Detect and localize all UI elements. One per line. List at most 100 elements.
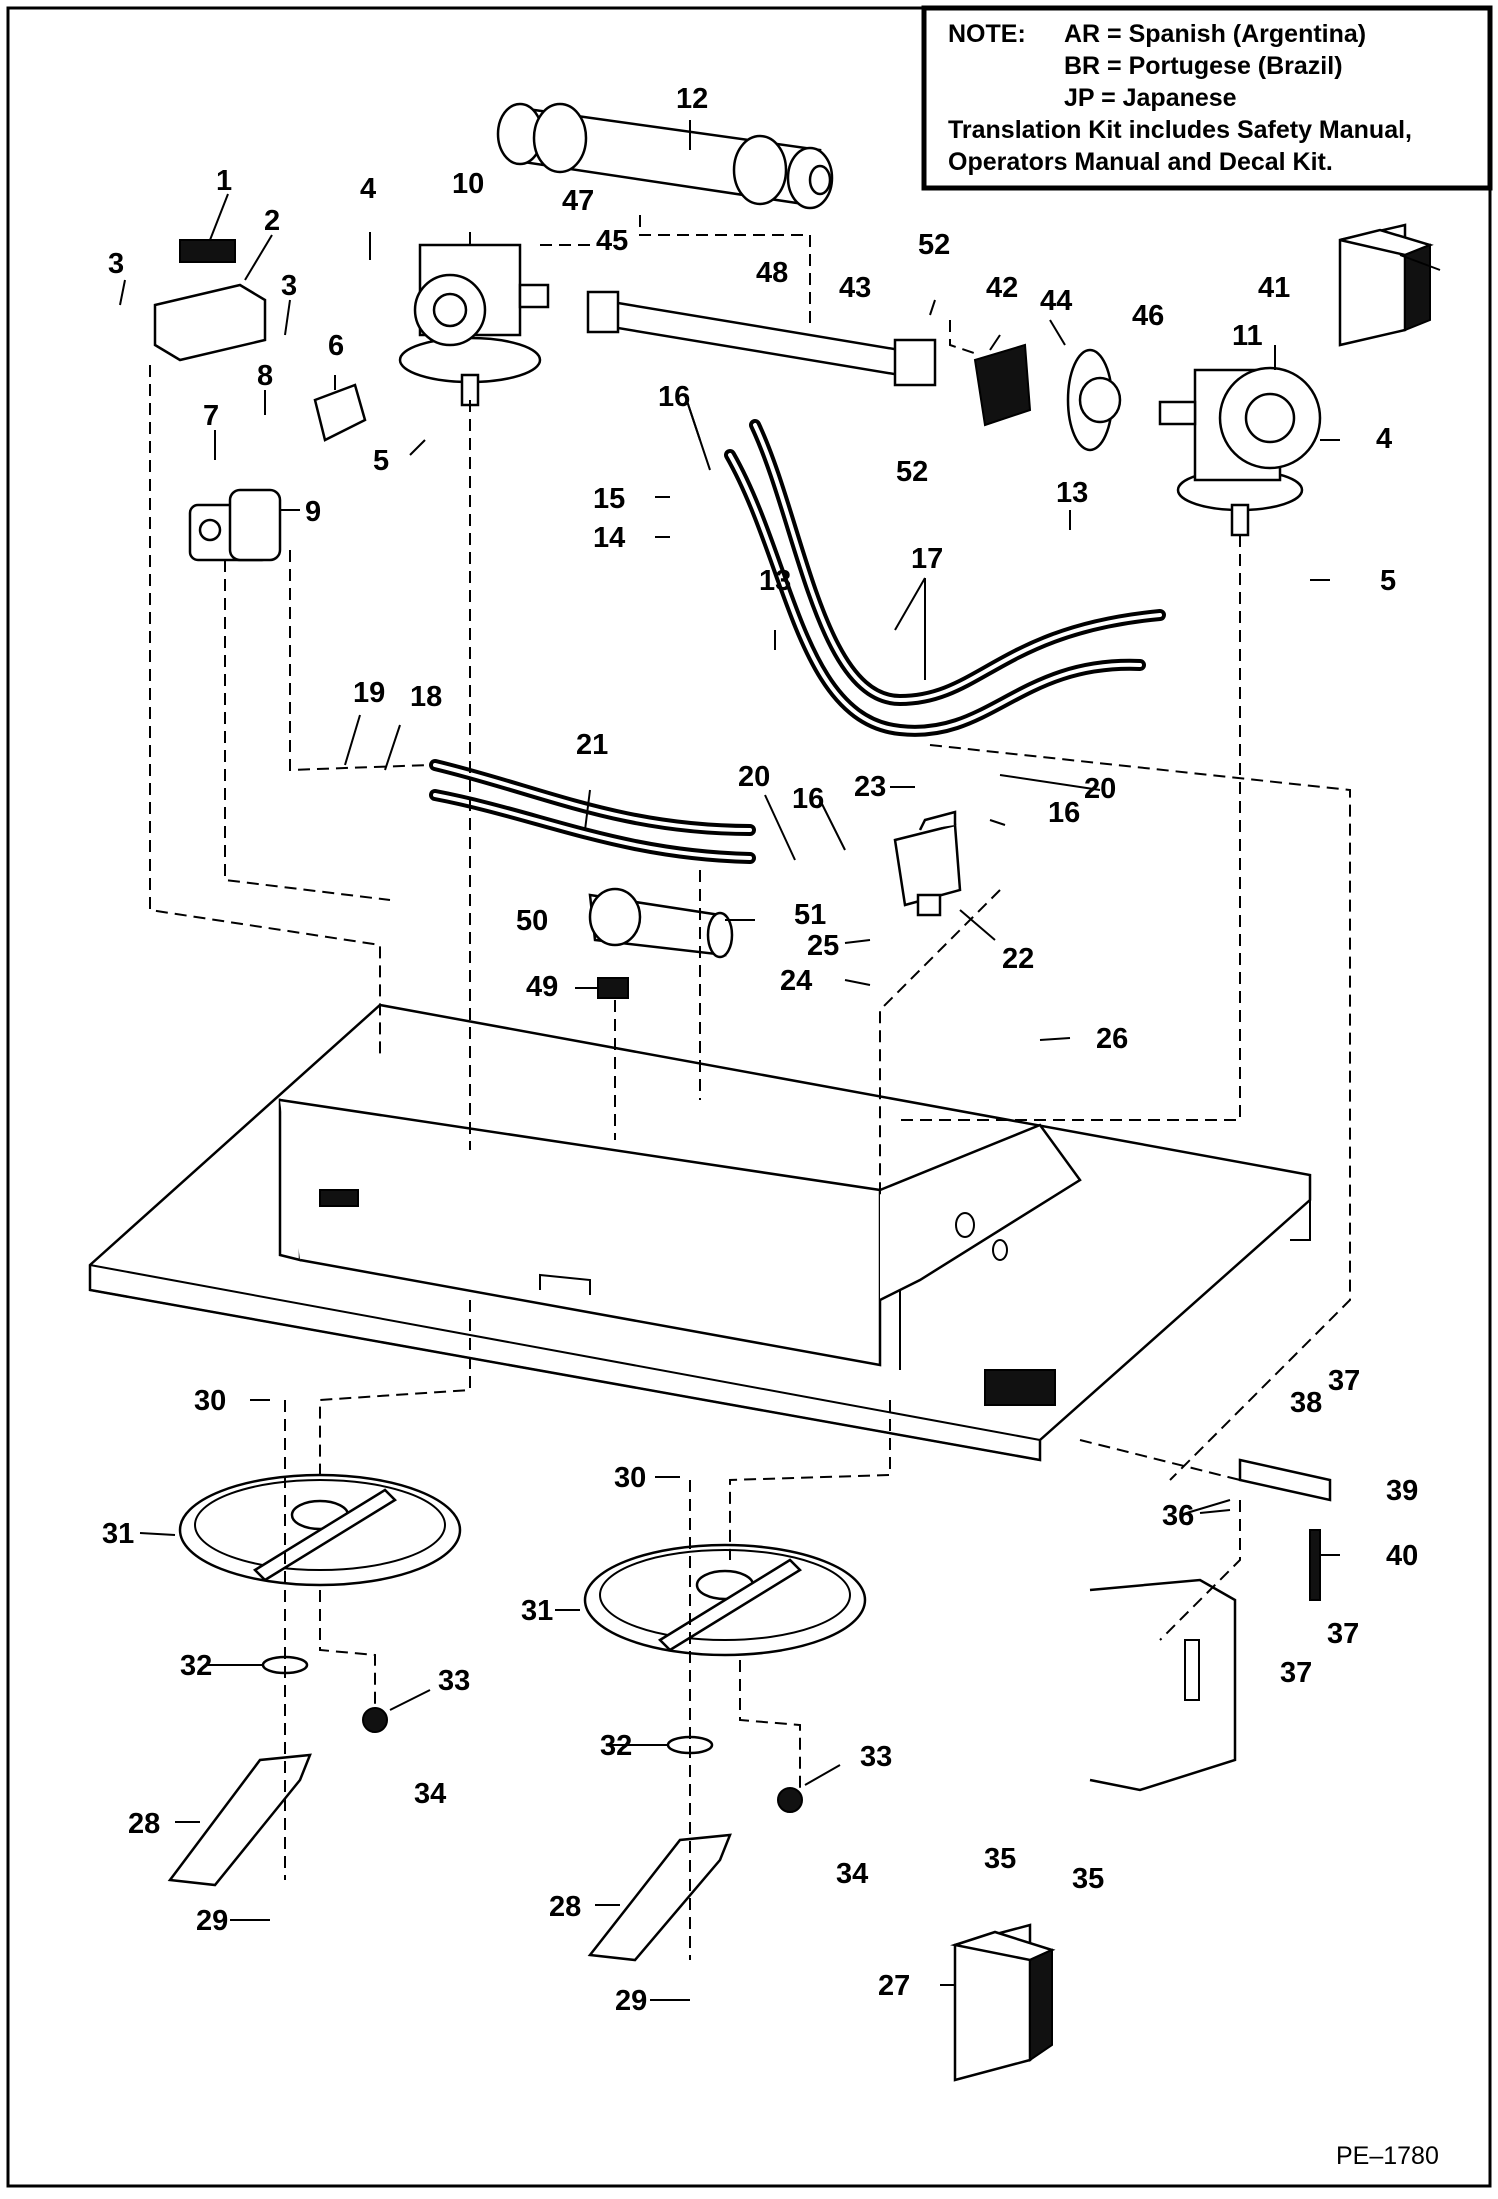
callout-29-left: 29 [196,1905,228,1937]
callout-37-bottom: 37 [1280,1657,1312,1689]
callout-40: 40 [1386,1540,1418,1572]
translation-kit-27 [950,1923,1056,2082]
cross-shaft [586,290,937,387]
callout-32-right: 32 [600,1730,632,1762]
callout-49: 49 [526,971,558,1003]
callout-52-top: 52 [918,229,950,261]
callout-51: 51 [794,899,826,931]
note-line-br: BR = Portugese (Brazil) [1064,52,1343,80]
callout-31-right: 31 [521,1595,553,1627]
callout-37-mid: 37 [1327,1618,1359,1650]
hydraulic-pump [188,488,282,562]
callout-2: 2 [264,205,280,237]
callout-14: 14 [593,522,625,554]
pto-drive-shaft [496,102,834,210]
callout-28-left: 28 [128,1808,160,1840]
callout-35-left: 35 [984,1843,1016,1875]
translation-kit-41 [1338,223,1434,347]
callout-16-top: 16 [658,381,690,413]
callout-5-left: 5 [373,445,389,477]
callout-41: 41 [1258,272,1290,304]
callout-3-right: 3 [281,270,297,302]
callout-37-top: 37 [1328,1365,1360,1397]
note-line-ar: AR = Spanish (Argentina) [1064,20,1366,48]
callout-52-bottom: 52 [896,456,928,488]
callout-18: 18 [410,681,442,713]
mower-deck [88,1003,1312,1462]
callout-29-right: 29 [615,1985,647,2017]
callout-5-right: 5 [1380,565,1396,597]
latch-bar [1238,1458,1332,1502]
note-heading: NOTE: [948,20,1026,48]
callout-4-left: 4 [360,173,376,205]
callout-20-left: 20 [738,761,770,793]
callout-labels: 1 2 3 3 4 4 5 5 6 7 8 9 10 11 12 13 13 1… [102,83,1418,2017]
hoses-21 [429,759,756,864]
leader-lines [119,120,1441,2001]
callout-10: 10 [452,168,484,200]
callout-1: 1 [216,165,232,197]
callout-15: 15 [593,483,625,515]
nut-left [362,1707,388,1733]
callout-21: 21 [576,729,608,761]
blade-left [167,1753,312,1887]
callout-35-right: 35 [1072,1863,1104,1895]
callout-8: 8 [257,360,273,392]
coupler-sleeve [313,383,367,442]
callout-26: 26 [1096,1023,1128,1055]
callout-47: 47 [562,185,594,217]
callout-20-right: 20 [1084,773,1116,805]
callout-39: 39 [1386,1475,1418,1507]
callout-12: 12 [676,83,708,115]
coupler [973,343,1122,452]
relay-part-49 [597,977,629,999]
callout-46: 46 [1132,300,1164,332]
spring [1309,1529,1321,1601]
callout-13-left: 13 [759,565,791,597]
callout-36: 36 [1162,1500,1194,1532]
callout-27: 27 [878,1970,910,2002]
callout-6: 6 [328,330,344,362]
gearbox-right [1158,366,1322,537]
callout-45: 45 [596,225,628,257]
page-border [6,6,1492,2188]
callout-4-right: 4 [1376,423,1392,455]
callout-28-right: 28 [549,1891,581,1923]
callout-34-right: 34 [836,1858,868,1890]
callout-19: 19 [353,677,385,709]
callout-43: 43 [839,272,871,304]
callout-16-right: 16 [1048,797,1080,829]
callout-11: 11 [1232,320,1263,352]
callout-7: 7 [203,400,219,432]
callout-48: 48 [756,257,788,289]
callout-3-left: 3 [108,248,124,280]
callout-33-left: 33 [438,1665,470,1697]
callout-17: 17 [911,543,943,575]
callout-24: 24 [780,965,812,997]
blade-right [587,1833,732,1962]
blade-disc-right [583,1543,867,1657]
translation-note-box: NOTE: AR = Spanish (Argentina) BR = Port… [921,5,1493,191]
nut-right [777,1787,803,1813]
callout-25: 25 [807,930,839,962]
callout-16-mid: 16 [792,783,824,815]
callout-9: 9 [305,496,321,528]
callout-44: 44 [1040,285,1072,317]
side-panel-inset [1089,1578,1237,1792]
gearbox-left [398,243,550,407]
callout-30-left: 30 [194,1385,226,1417]
callout-42: 42 [986,272,1018,304]
callout-38: 38 [1290,1387,1322,1419]
note-line-kit: Translation Kit includes Safety Manual, [948,116,1412,144]
callout-30-right: 30 [614,1462,646,1494]
pump-bracket [153,239,267,362]
callout-50: 50 [516,905,548,937]
callout-13-right: 13 [1056,477,1088,509]
callout-33-right: 33 [860,1741,892,1773]
callout-23: 23 [854,771,886,803]
valve-block [893,810,962,917]
blade-disc-left [178,1473,462,1587]
callout-34-left: 34 [414,1778,446,1810]
